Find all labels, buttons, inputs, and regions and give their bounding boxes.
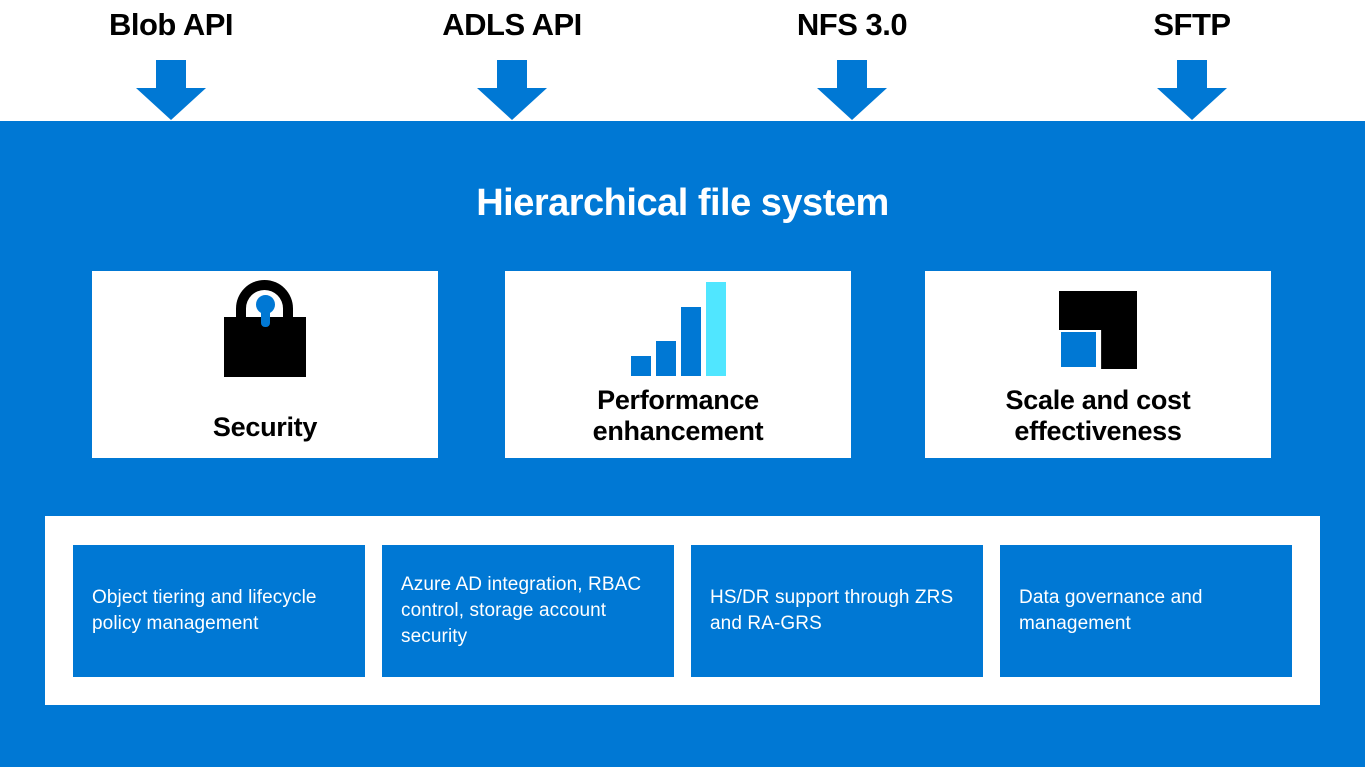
hierarchical-file-system-panel: Hierarchical file system Security Pe: [0, 121, 1365, 767]
lock-icon: [224, 280, 306, 377]
down-arrow-icon: [477, 60, 547, 120]
arrow-stem: [1177, 60, 1207, 89]
api-column-sftp: SFTP: [1072, 0, 1312, 121]
card-performance: Performance enhancement: [505, 271, 851, 458]
arrow-stem: [497, 60, 527, 89]
api-column-adls: ADLS API: [392, 0, 632, 121]
feature-box-hsdr: HS/DR support through ZRS and RA-GRS: [691, 545, 983, 677]
lock-body: [224, 317, 306, 377]
arrow-head: [1157, 88, 1227, 120]
feature-band: Object tiering and lifecycle policy mana…: [45, 516, 1320, 705]
card-label: Security: [212, 412, 318, 442]
lock-shackle: [236, 280, 293, 330]
feature-box-aad-rbac: Azure AD integration, RBAC control, stor…: [382, 545, 674, 677]
bar-chart-icon: [631, 282, 726, 376]
feature-box-governance: Data governance and management: [1000, 545, 1292, 677]
down-arrow-icon: [817, 60, 887, 120]
bar: [631, 356, 651, 376]
card-security: Security: [92, 271, 438, 458]
small-square-shape: [1061, 332, 1096, 367]
keyhole: [256, 295, 275, 314]
api-label: Blob API: [108, 7, 234, 42]
api-label: ADLS API: [442, 7, 582, 42]
scale-cost-icon: [1059, 291, 1137, 369]
arrow-head: [136, 88, 206, 120]
arrow-stem: [156, 60, 186, 89]
api-column-nfs: NFS 3.0: [732, 0, 972, 121]
bar: [681, 307, 701, 376]
api-column-blob: Blob API: [51, 0, 291, 121]
panel-title: Hierarchical file system: [476, 182, 889, 224]
api-label: NFS 3.0: [796, 7, 908, 42]
card-scale-cost: Scale and cost effectiveness: [925, 271, 1271, 458]
feature-box-tiering: Object tiering and lifecycle policy mana…: [73, 545, 365, 677]
bar-highlight: [706, 282, 726, 376]
arrow-head: [477, 88, 547, 120]
keyhole-stem: [261, 307, 270, 327]
arrow-stem: [837, 60, 867, 89]
bar: [656, 341, 676, 376]
down-arrow-icon: [136, 60, 206, 120]
down-arrow-icon: [1157, 60, 1227, 120]
card-label: Performance enhancement: [592, 385, 764, 446]
api-label: SFTP: [1153, 7, 1231, 42]
card-label: Scale and cost effectiveness: [1005, 385, 1191, 446]
arrow-head: [817, 88, 887, 120]
